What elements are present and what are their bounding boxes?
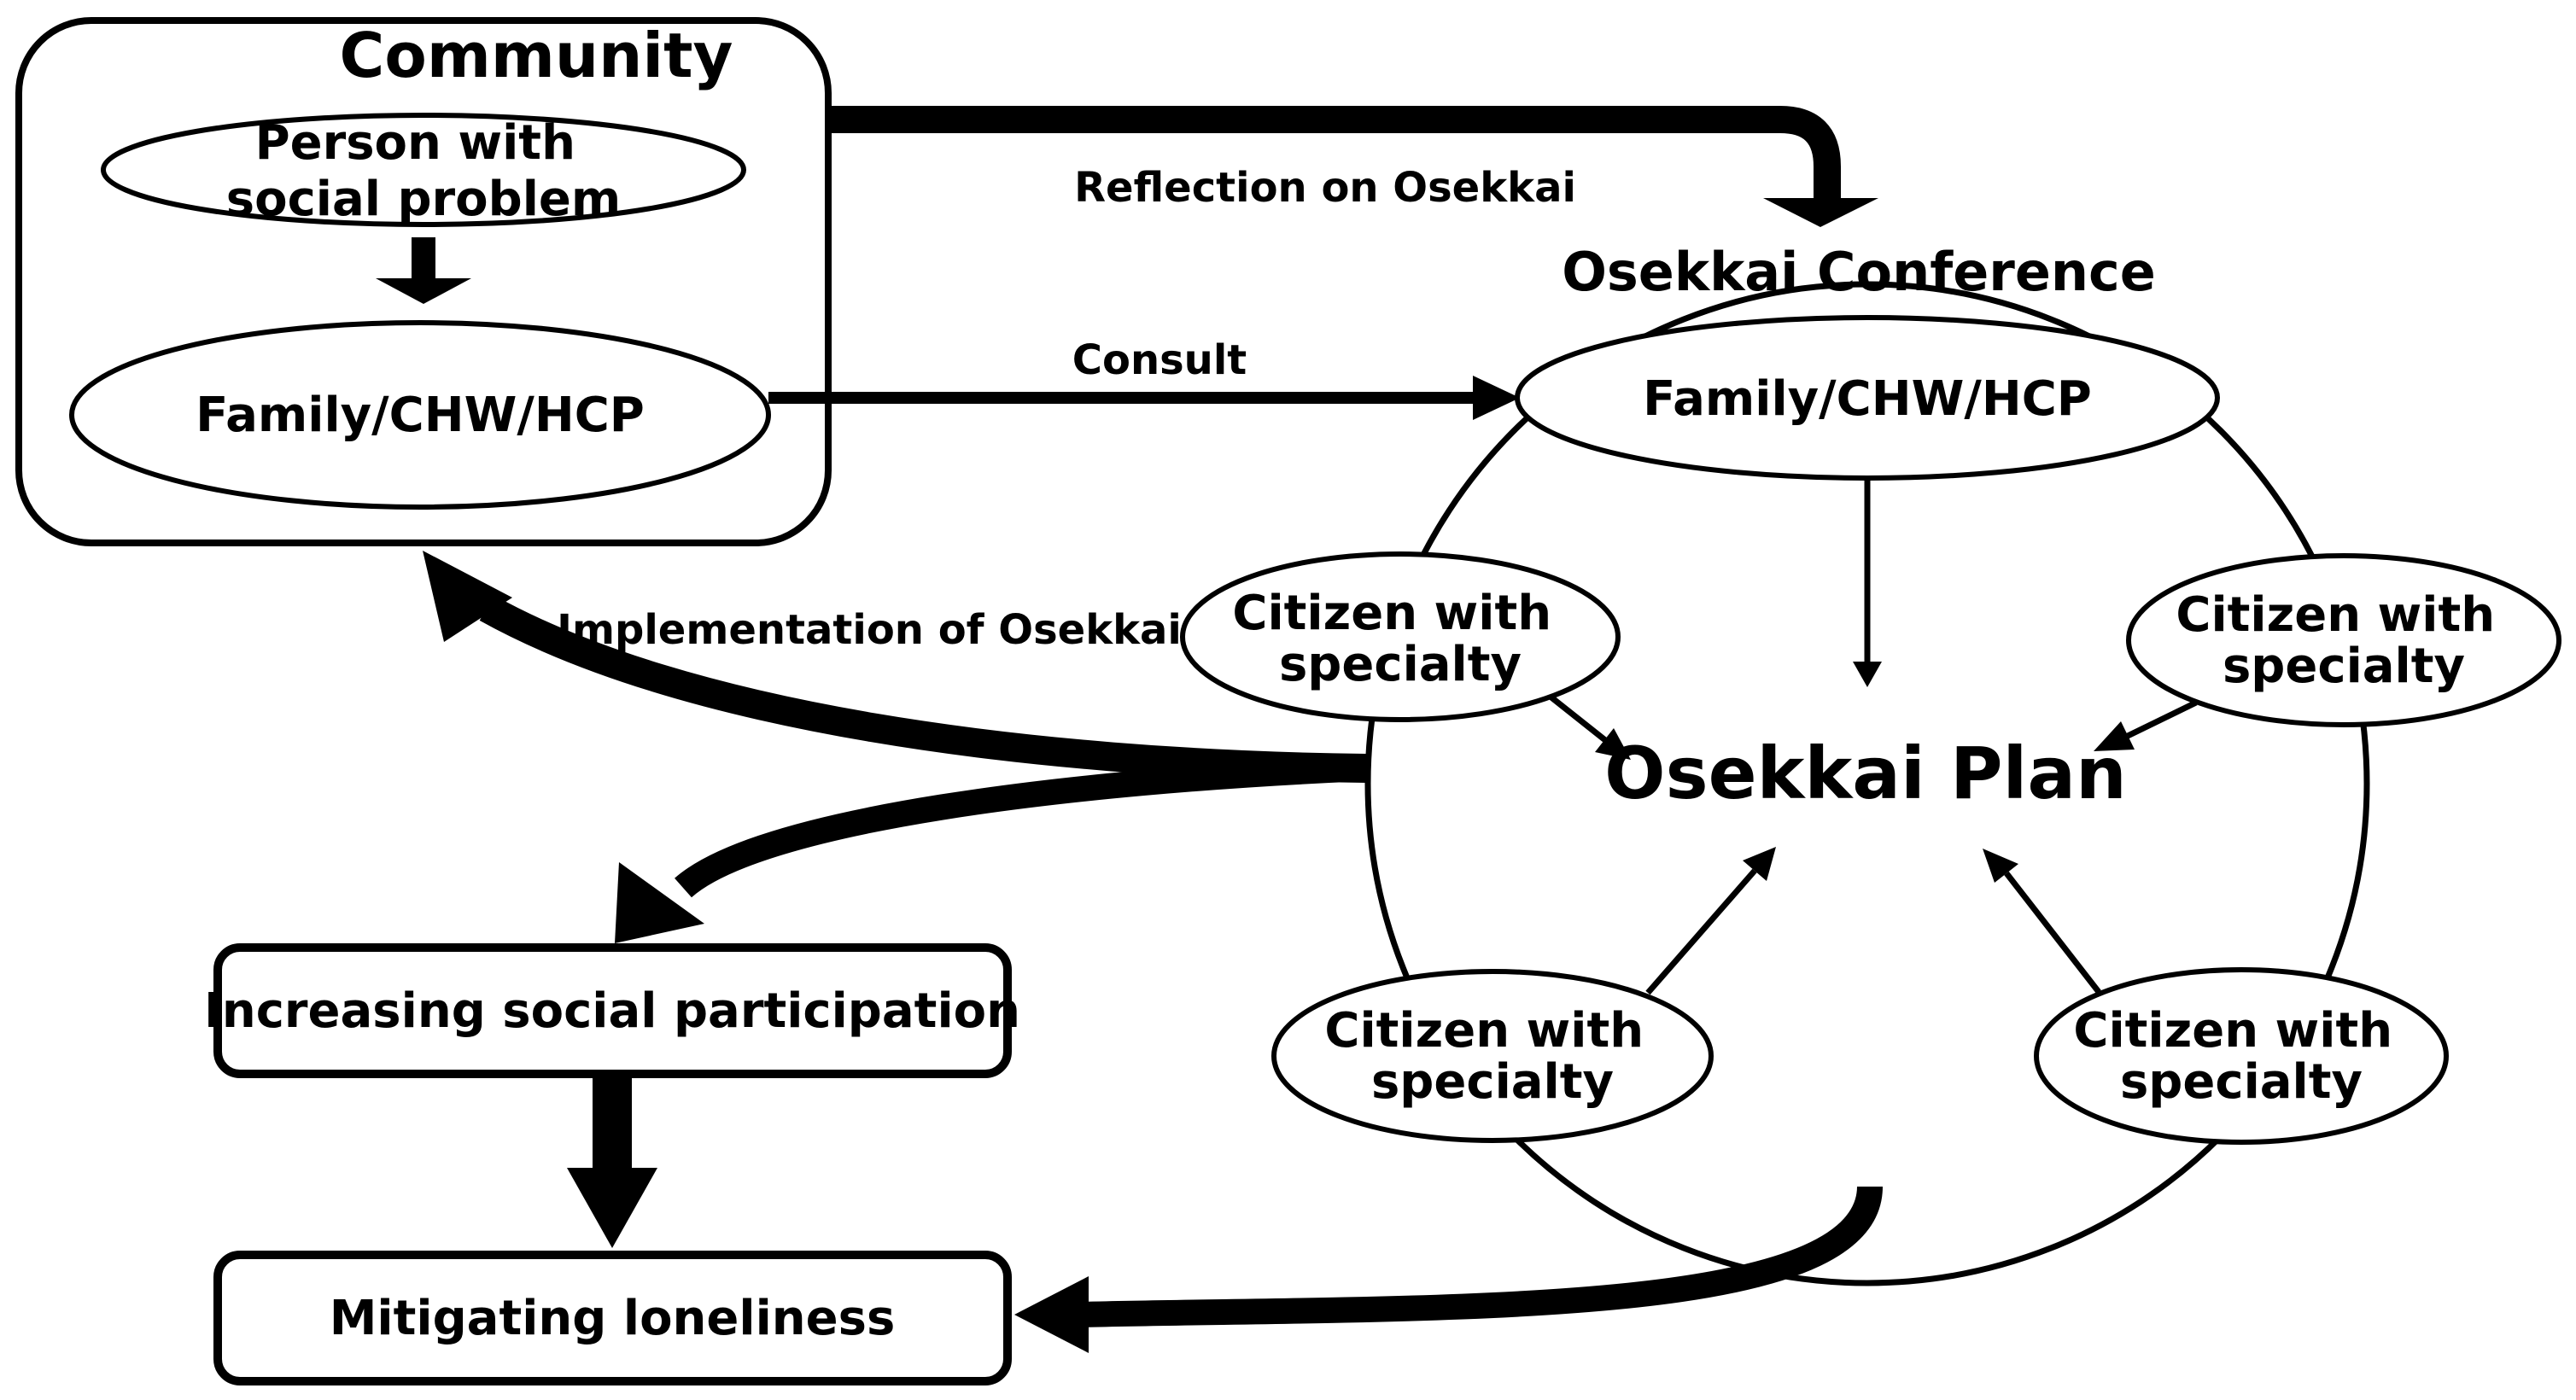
- citizen-node-upper-right: [2126, 553, 2561, 727]
- conference-title: Osekkai Conference: [1562, 241, 2156, 303]
- conference-to-loneliness-arrow: [1014, 1185, 1883, 1353]
- loneliness-label: Mitigating loneliness: [330, 1291, 896, 1346]
- citizen-lower-right-to-plan-arrow: [1983, 849, 2101, 995]
- citizen-upper-right-to-plan-arrow: [2094, 699, 2198, 751]
- citizen-node-lower-left: [1271, 969, 1714, 1143]
- citizen-label-lower-left: Citizen with specialty: [1324, 1003, 1660, 1110]
- citizen-node-upper-left: [1180, 551, 1621, 722]
- family-to-plan-arrow: [1853, 478, 1882, 687]
- person-with-social-problem-node: [101, 113, 746, 227]
- citizen-node-lower-right: [2034, 967, 2449, 1145]
- consult-label: Consult: [1072, 336, 1247, 384]
- implementation-label: Implementation of Osekkai: [557, 606, 1182, 654]
- osekkai-plan-label: Osekkai Plan: [1604, 732, 2127, 815]
- citizen-label-upper-left: Citizen with specialty: [1232, 586, 1568, 692]
- conference-family-label: Family/CHW/HCP: [1643, 371, 2092, 427]
- conference-circle: [1364, 281, 2370, 1286]
- reflection-label: Reflection on Osekkai: [1074, 164, 1576, 212]
- citizen-upper-left-to-plan-arrow: [1549, 695, 1631, 760]
- reflection-arrow: [828, 106, 1878, 227]
- consult-arrow: [768, 376, 1520, 420]
- participation-label: Increasing social participation: [204, 983, 1020, 1039]
- citizen-label-upper-right: Citizen with specialty: [2176, 587, 2511, 694]
- community-title: Community: [340, 20, 733, 91]
- participation-to-loneliness-arrow: [567, 1074, 657, 1248]
- plan-to-participation-arrow: [615, 755, 1367, 943]
- person-node-label: Person with social problem: [226, 115, 621, 227]
- implementation-arrow: [423, 551, 1367, 783]
- loneliness-box: [213, 1251, 1012, 1385]
- community-family-chw-hcp-node: [69, 320, 771, 510]
- citizen-lower-left-to-plan-arrow: [1645, 847, 1776, 995]
- community-family-label: Family/CHW/HCP: [196, 388, 645, 443]
- citizen-label-lower-right: Citizen with specialty: [2073, 1003, 2409, 1110]
- person-to-family-arrow: [376, 237, 471, 304]
